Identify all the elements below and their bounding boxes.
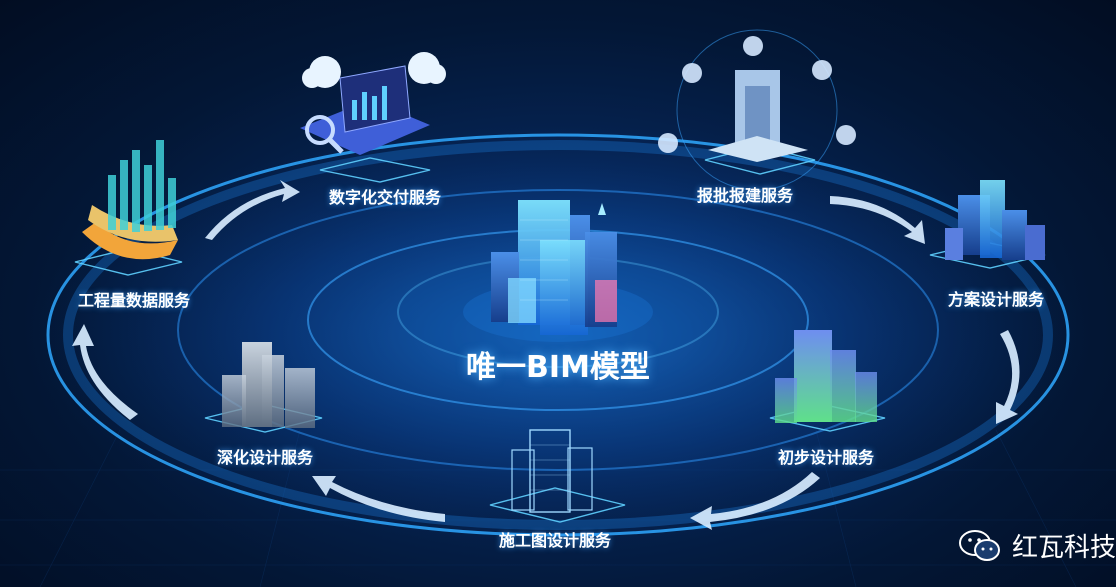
approval-illustration xyxy=(658,29,856,191)
watermark: 红瓦科技 xyxy=(958,527,1116,564)
service-label-preliminary-design: 初步设计服务 xyxy=(777,448,875,467)
service-label-detailed-design: 深化设计服务 xyxy=(216,448,314,467)
construction-drawing-illustration xyxy=(511,429,593,513)
preliminary-design-illustration xyxy=(775,330,877,423)
outer-ring xyxy=(46,133,1070,537)
service-label-digital-delivery: 数字化交付服务 xyxy=(328,188,442,207)
service-label-scheme-design: 方案设计服务 xyxy=(947,290,1045,309)
service-label-approval: 报批报建服务 xyxy=(696,186,794,205)
service-label-quantity-data: 工程量数据服务 xyxy=(77,291,191,310)
wechat-icon xyxy=(959,529,1000,561)
service-label-construction-drawing: 施工图设计服务 xyxy=(498,531,612,550)
scheme-design-illustration xyxy=(945,180,1045,260)
detailed-design-illustration xyxy=(222,342,315,428)
middle-ring xyxy=(177,189,939,471)
central-bim-building xyxy=(491,200,617,335)
digital-delivery-illustration xyxy=(300,52,446,155)
center-title: 唯一BIM模型 xyxy=(466,350,650,385)
flow-arrows xyxy=(72,180,1020,530)
watermark-text: 红瓦科技 xyxy=(1012,533,1116,563)
quantity-data-illustration xyxy=(82,140,178,260)
